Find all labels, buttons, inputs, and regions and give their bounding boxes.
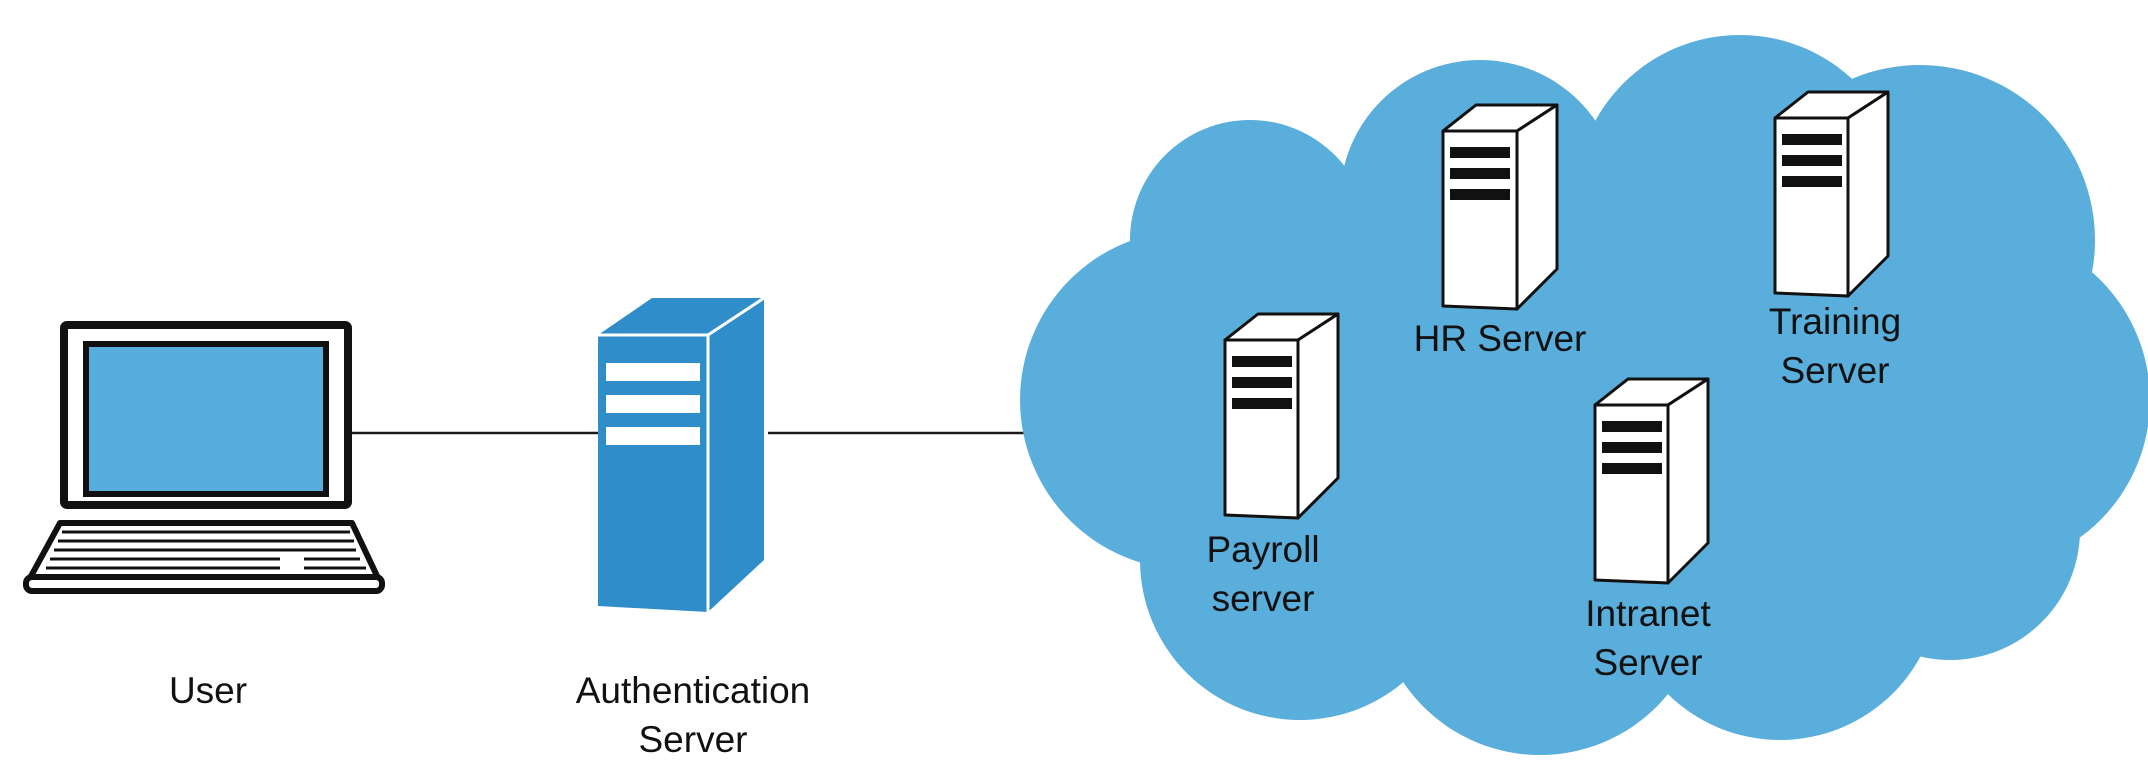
payroll-server-icon xyxy=(1223,312,1340,520)
training-server-icon xyxy=(1773,90,1890,298)
auth-server-label-line2: Server xyxy=(638,719,748,760)
auth-server-label: Authentication Server xyxy=(543,666,843,764)
auth-server-label-line1: Authentication xyxy=(575,670,811,711)
intranet-server-icon xyxy=(1593,377,1710,585)
intranet-server-label-line1: Intranet xyxy=(1585,593,1711,634)
hr-server-label: HR Server xyxy=(1413,318,1587,359)
payroll-server-label-line2: server xyxy=(1211,578,1315,619)
user-label: User xyxy=(168,670,248,711)
laptop-icon xyxy=(23,321,385,594)
intranet-server-label: Intranet Server xyxy=(1548,589,1748,687)
auth-server-icon xyxy=(598,296,765,612)
payroll-server-label: Payroll server xyxy=(1163,525,1363,623)
training-server-label-line1: Training xyxy=(1768,301,1902,342)
hr-server-icon xyxy=(1441,103,1559,311)
payroll-server-label-line1: Payroll xyxy=(1206,529,1320,570)
training-server-label-line2: Server xyxy=(1780,350,1890,391)
training-server-label: Training Server xyxy=(1735,297,1935,395)
intranet-server-label-line2: Server xyxy=(1593,642,1703,683)
